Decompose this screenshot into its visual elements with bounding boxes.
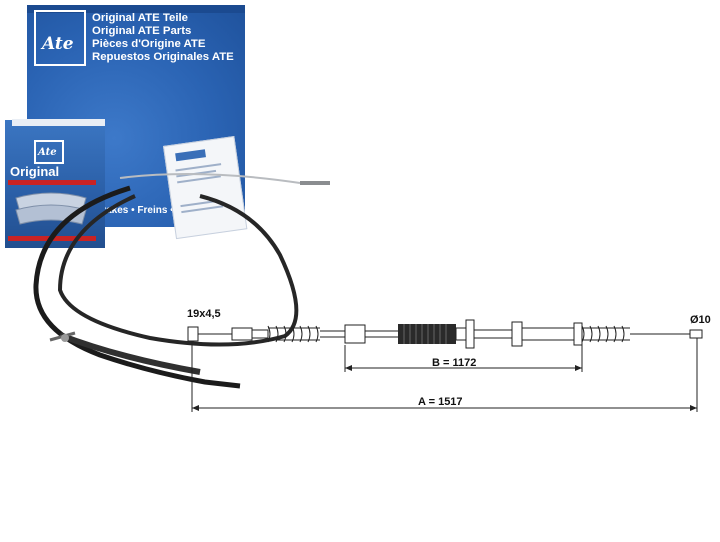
left-end-fitting [187,326,199,342]
dimension-b-label: B = 1172 [432,357,477,369]
dimension-a-label: A = 1517 [418,396,463,408]
ate-logo-icon: Ate [34,10,86,66]
box-brand-lines: Original ATE Teile Original ATE Parts Pi… [92,12,234,64]
box-line-en: Original ATE Parts [92,25,192,37]
box-line-es: Repuestos Originales ATE [92,51,234,63]
brake-pads-icon [15,192,87,225]
small-box-top [12,119,105,126]
left-fitting-label: 19x4,5 [187,308,221,320]
small-box-red-strip [8,180,96,185]
box-line-fr: Pièces d'Origine ATE [92,38,206,50]
box-tagline: Brakes • Freins • Frenos [95,205,210,216]
product-box-edge [27,5,245,13]
box-line-de: Original ATE Teile [92,12,188,24]
ate-logo-text: Ate [42,34,74,54]
small-ate-logo-icon: Ate [34,140,64,164]
right-fitting-label: Ø10 [690,314,711,326]
small-ate-logo-text: Ate [38,147,57,158]
small-box-label: Original [10,164,60,179]
